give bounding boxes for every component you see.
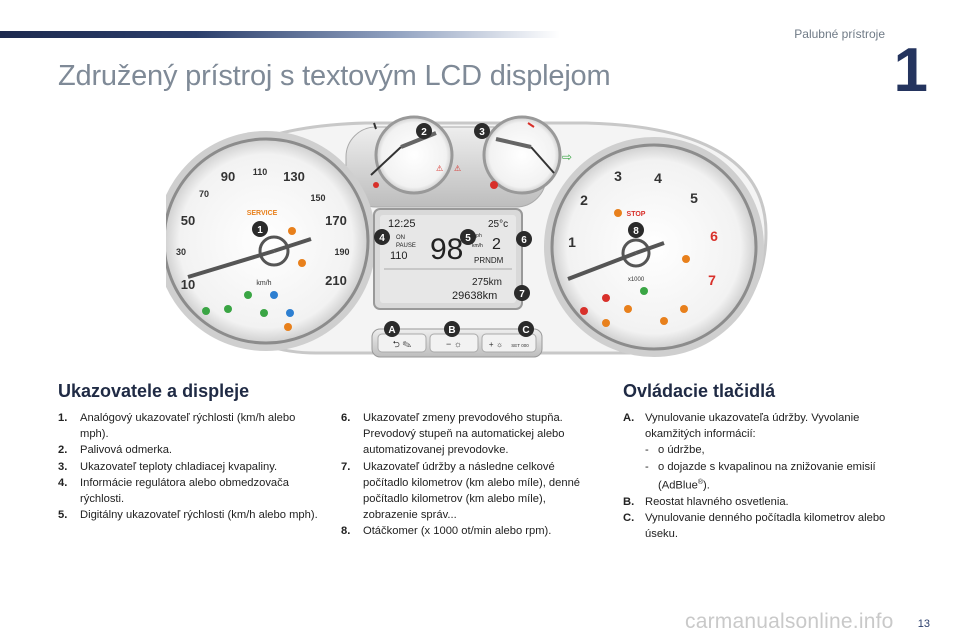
page-title: Združený prístroj s textovým LCD displej… [58,60,611,92]
svg-text:6: 6 [521,235,527,246]
sub-list: -o údržbe, -o dojazde s kvapalinou na zn… [645,442,893,493]
controls-list: A.Vynulovanie ukazovateľa údržby. Vyvola… [623,410,893,542]
svg-text:2: 2 [421,127,427,138]
tacho-label-7: 7 [708,272,716,288]
svg-text:5: 5 [465,233,471,244]
callout-6: 6 [516,231,532,247]
indicators-list-continued: 6.Ukazovateľ zmeny prevodového stupňa. P… [341,410,593,540]
speedo-label-190: 190 [334,247,349,257]
callout-c: C [518,321,534,337]
list-item: 4.Informácie regulátora alebo obmedzovač… [58,476,289,506]
speedo-label-30: 30 [176,247,186,257]
button-b-label: − ☼ [446,339,462,349]
header-accent-bar [0,31,560,38]
section-title: Palubné prístroje [794,27,885,41]
svg-text:⇨: ⇨ [562,150,572,164]
list-item: 8.Otáčkomer (x 1000 ot/min alebo rpm). [341,525,552,538]
svg-text:3: 3 [479,127,485,138]
speedo-label-150: 150 [310,193,325,203]
tacho-label-1: 1 [568,234,576,250]
svg-text:4: 4 [379,233,385,244]
speedo-label-90: 90 [221,169,235,184]
page-number: 13 [917,618,930,630]
svg-text:1: 1 [257,225,263,236]
chapter-number: 1 [893,36,928,105]
tacho-label-6: 6 [710,228,718,244]
tacho-label-3: 3 [614,168,622,184]
speedo-label-210: 210 [325,273,347,288]
list-item: B.Reostat hlavného osvetlenia. [623,495,789,508]
list-item: 2.Palivová odmerka. [58,444,173,457]
callout-1: 1 [252,221,268,237]
speedo-label-110: 110 [253,167,268,177]
callout-3: 3 [474,123,490,139]
lcd-limiter-on: ON [396,235,405,241]
svg-text:8: 8 [633,226,639,237]
list-item: 6.Ukazovateľ zmeny prevodového stupňa. P… [341,412,565,457]
svg-text:⚠: ⚠ [436,164,443,173]
control-buttons-strip: ⮌ ✎ − ☼ + ☼ SET 000 [371,328,543,358]
callout-7: 7 [514,285,530,301]
svg-text:⚠: ⚠ [454,164,461,173]
sub-list-item: -o dojazde s kvapalinou na znižovanie em… [645,460,876,492]
callout-a: A [384,321,400,337]
lcd-clock: 12:25 [388,218,416,230]
svg-text:B: B [448,325,455,336]
lcd-odometer: 29638km [452,290,497,302]
svg-text:A: A [388,325,395,336]
sub-list-item: -o údržbe, [645,444,705,457]
watermark: carmanualsonline.info [685,610,894,633]
lcd-limiter-pause: PAUSE [396,243,416,249]
registered-mark: ® [697,478,703,486]
button-c-set-label: SET 000 [511,343,529,348]
instrument-cluster-illustration: ⚠ ⚠ ⇦ ⇨ 10 30 50 70 90 110 130 150 170 1… [166,115,768,358]
heading-controls: Ovládacie tlačidlá [623,381,776,401]
tacho-label-2: 2 [580,192,588,208]
lcd-speed: 98 [430,233,463,266]
list-item: 5.Digitálny ukazovateľ rýchlosti (km/h a… [58,509,318,522]
callout-5: 5 [460,229,476,245]
callout-2: 2 [416,123,432,139]
tachometer: 1 2 3 4 5 6 7 STOP x1000 [544,137,764,357]
list-item: 7.Ukazovateľ údržby a následne celkové p… [341,460,581,522]
lcd-display: 12:25 25°c ON PAUSE 110 98 mph km/h 2 PR… [373,208,523,310]
button-a-label: ⮌ ✎ [393,339,412,349]
speedo-label-130: 130 [283,169,305,184]
stop-label: STOP [627,211,646,218]
callout-4: 4 [374,229,390,245]
speedo-label-170: 170 [325,213,347,228]
lcd-speed-unit-mph: mph [472,233,482,239]
lcd-limiter-value: 110 [390,250,408,262]
speedo-label-50: 50 [181,213,195,228]
heading-indicators: Ukazovatele a displeje [58,381,250,401]
tacho-label-5: 5 [690,190,698,206]
callout-b: B [444,321,460,337]
svg-text:7: 7 [519,289,525,300]
indicators-list: 1.Analógový ukazovateľ rýchlosti (km/h a… [58,410,320,523]
svg-text:C: C [522,325,529,336]
list-item: 1.Analógový ukazovateľ rýchlosti (km/h a… [58,412,296,441]
upper-gauges-pod: ⚠ ⚠ ⇦ ⇨ [324,115,572,208]
speedo-label-70: 70 [199,189,209,199]
speedometer: 10 30 50 70 90 110 130 150 170 190 210 S… [166,131,376,351]
button-c-label: + ☼ [489,340,503,349]
list-item: A.Vynulovanie ukazovateľa údržby. Vyvola… [623,410,893,494]
service-label: SERVICE [247,210,278,217]
lcd-gear-indicator: PRNDM [474,256,504,265]
speedo-unit-label: km/h [256,280,271,287]
tacho-label-4: 4 [654,170,662,186]
tacho-unit-label: x1000 [628,277,645,283]
lcd-trip: 275km [472,277,502,288]
lcd-gear: 2 [492,236,501,253]
lcd-temperature: 25°c [488,219,508,230]
callout-8: 8 [628,222,644,238]
speedo-label-10: 10 [181,277,195,292]
list-item: 3.Ukazovateľ teploty chladiacej kvapalin… [58,460,278,473]
list-item: C.Vynulovanie denného počítadla kilometr… [623,511,886,541]
lcd-speed-unit-kmh: km/h [472,243,483,249]
